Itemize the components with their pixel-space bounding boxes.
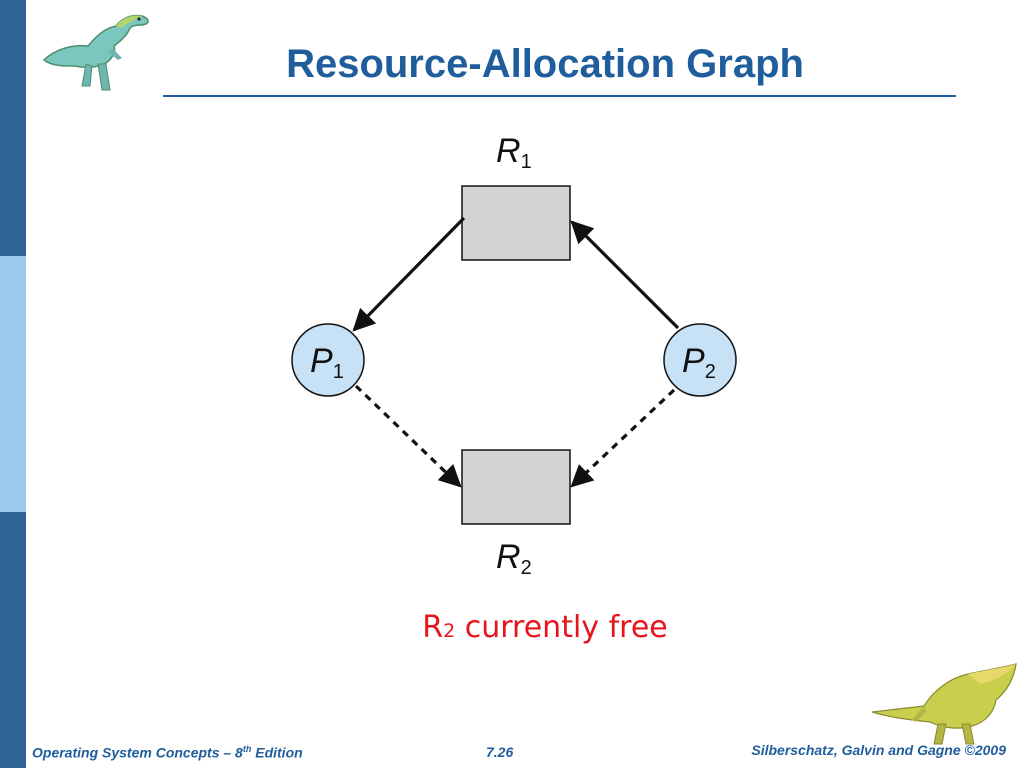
note-subscript: 2 [443,620,456,642]
note-main: R [422,610,444,645]
resource-r1-box [461,185,571,261]
process-p1-label: P1 [310,342,344,383]
resource-r2-box [461,449,571,525]
side-bar-bottom [0,512,26,768]
note-text: currently free [455,610,668,645]
dinosaur-logo-icon [42,14,149,91]
process-p1-node [291,323,365,397]
resource-allocation-diagram: R1 R2 P1 P2 [290,128,740,584]
assignment-edge-r1-p1 [352,216,466,332]
side-bar-middle [0,256,26,512]
side-bar-top [0,0,26,256]
page-title: Resource-Allocation Graph [286,42,804,86]
claim-edge-p1-r2 [354,384,462,488]
process-p2-label: P2 [682,342,716,383]
footer-copyright: Silberschatz, Galvin and Gagne ©2009 [751,742,1006,758]
side-bar [0,0,26,768]
resource-r1-label: R1 [496,132,532,173]
status-note: R2 currently free [300,608,790,651]
process-p2-node [663,323,737,397]
footer-book-title: Operating System Concepts – 8th Edition [32,744,303,761]
footer-page-number: 7.26 [486,744,514,760]
claim-edge-p2-r2 [570,388,676,488]
resource-r2-label: R2 [496,538,532,579]
request-edge-p2-r1 [570,220,680,330]
title-underline [163,95,956,97]
dinosaur-logo-bottom-icon [871,663,1017,745]
